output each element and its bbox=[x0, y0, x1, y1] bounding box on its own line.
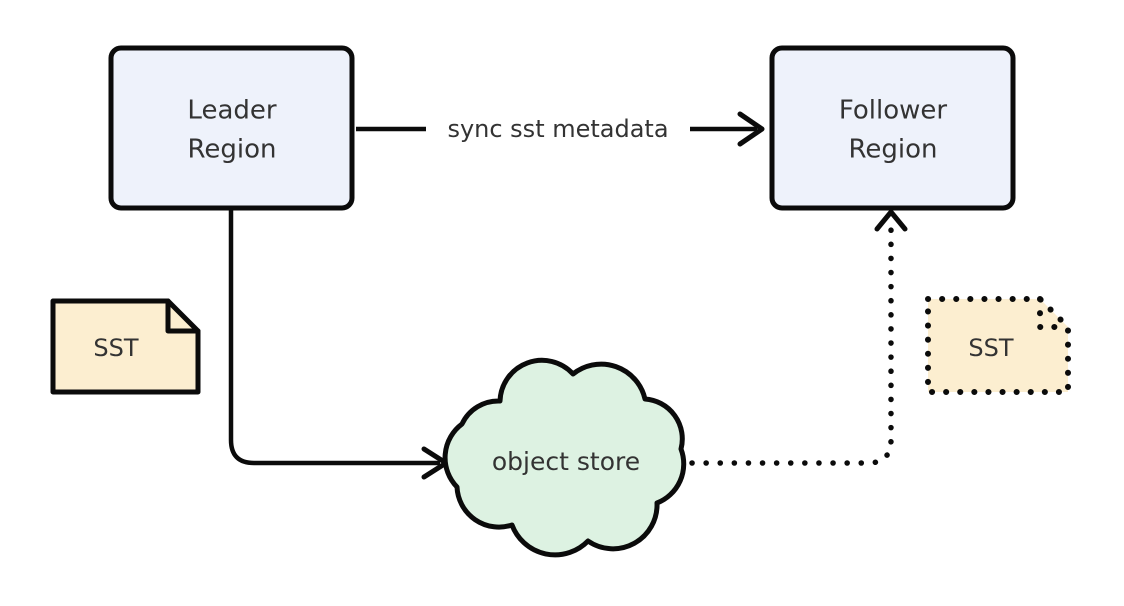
edge-sync-metadata-label: sync sst metadata bbox=[447, 115, 668, 143]
edge-upload-to-store bbox=[228, 210, 449, 480]
sst-leader-document-body[interactable] bbox=[50, 298, 201, 395]
object-store-cloud-shape[interactable] bbox=[442, 357, 687, 558]
sst-follower-fold-icon bbox=[1037, 296, 1071, 330]
edge-fetch-from-store bbox=[689, 209, 908, 466]
node-sst-follower[interactable]: SST bbox=[925, 296, 1071, 395]
edge-sync-metadata: sync sst metadata bbox=[356, 111, 765, 147]
leader-region-label-line1: Leader bbox=[187, 96, 276, 126]
leader-region-box[interactable] bbox=[108, 45, 355, 211]
follower-region-box[interactable] bbox=[769, 45, 1016, 211]
edge-fetch-from-store-path bbox=[689, 221, 894, 466]
edge-sync-metadata-arrowhead bbox=[737, 111, 765, 147]
sst-follower-document-body[interactable] bbox=[925, 296, 1071, 395]
edge-upload-to-store-path bbox=[228, 210, 440, 466]
follower-region-label-line1: Follower bbox=[839, 96, 948, 126]
sst-follower-label: SST bbox=[968, 334, 1013, 362]
node-sst-leader[interactable]: SST bbox=[50, 298, 201, 395]
edge-fetch-from-store-arrowhead bbox=[874, 209, 908, 232]
leader-region-label-line2: Region bbox=[187, 135, 276, 165]
follower-region-label-line2: Region bbox=[848, 135, 937, 165]
node-leader-region[interactable]: Leader Region bbox=[108, 45, 355, 211]
sst-leader-fold-icon bbox=[165, 298, 201, 334]
node-follower-region[interactable]: Follower Region bbox=[769, 45, 1016, 211]
sst-leader-label: SST bbox=[93, 334, 138, 362]
object-store-label: object store bbox=[492, 447, 640, 476]
node-object-store[interactable]: object store bbox=[442, 357, 687, 558]
